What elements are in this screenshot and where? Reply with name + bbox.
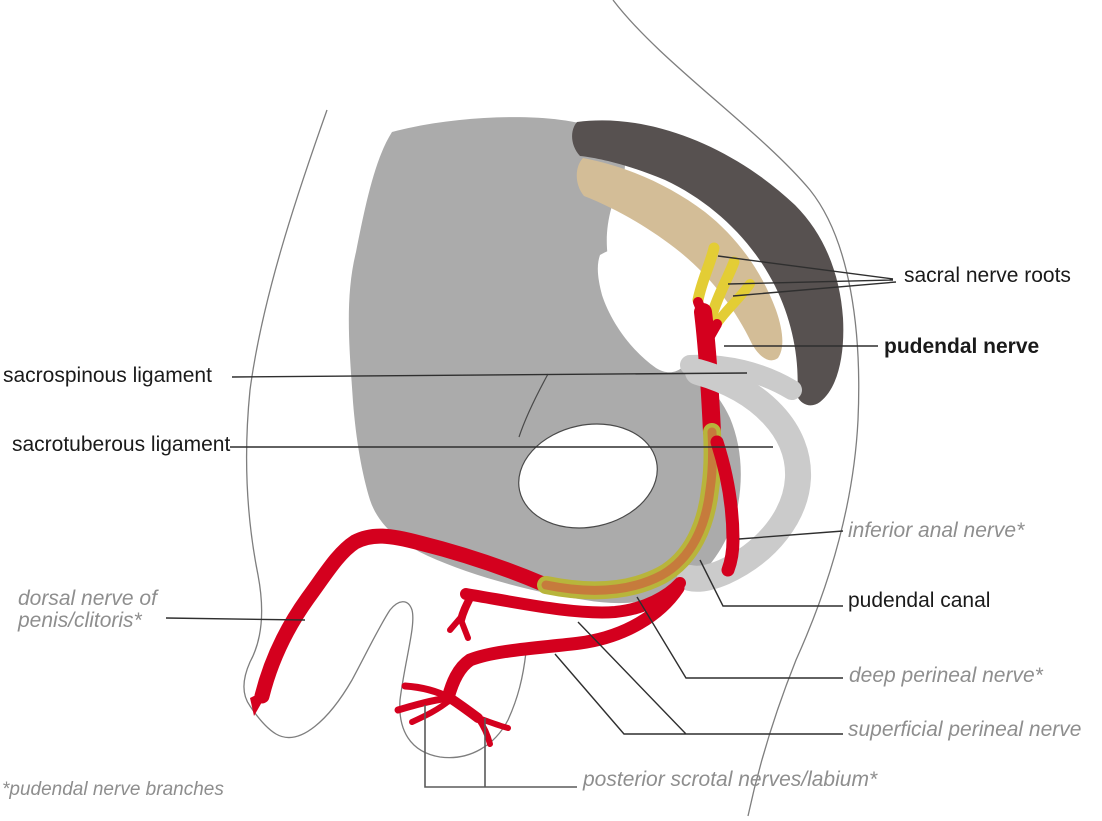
pudendal-canal-shape	[537, 423, 722, 600]
body-contour-lines	[243, 0, 860, 817]
sacral-root-3	[713, 279, 755, 327]
scrotal-branch-main	[445, 693, 483, 723]
label-inferior-anal-nerve: inferior anal nerve*	[848, 519, 1025, 542]
body-contour-left	[243, 109, 527, 759]
leader-posterior-scrotal-bracket	[424, 705, 577, 788]
sacrotuberous-ligament-shape	[677, 359, 812, 592]
sacrum	[572, 120, 844, 406]
label-sacrospinous-ligament: sacrospinous ligament	[3, 364, 212, 387]
leader-sacral-roots	[717, 255, 897, 297]
deep-perineal-nerve-shape	[460, 577, 686, 619]
label-posterior-scrotal-nerves: posterior scrotal nerves/labium*	[583, 768, 878, 791]
sacral-nerve-roots-shapes	[692, 242, 755, 327]
bone-notch-line	[518, 373, 549, 438]
obturator-foramen	[518, 423, 658, 529]
sacral-root-2	[706, 256, 740, 321]
body-contour-right	[612, 0, 860, 817]
footnote-pudendal-nerve-branches: *pudendal nerve branches	[2, 779, 224, 800]
greater-sciatic-foramen	[597, 243, 703, 373]
deep-perineal-twig-b	[458, 617, 471, 641]
leader-superficial-perineal	[554, 621, 843, 735]
leader-pudendal-canal	[699, 559, 843, 607]
sacrum-dark-band	[572, 120, 844, 406]
leader-deep-perineal	[636, 596, 843, 679]
leader-dorsal-nerve	[165, 617, 306, 621]
dorsal-nerve-tip	[250, 688, 270, 716]
label-sacrotuberous-ligament: sacrotuberous ligament	[12, 433, 231, 456]
scrotal-branch-3	[409, 697, 453, 725]
sacrum-tan-band	[576, 158, 783, 361]
leader-sacrospinous	[231, 372, 748, 378]
canal-orange-core	[541, 427, 718, 595]
hip-bone	[348, 117, 741, 604]
label-sacral-nerve-roots: sacral nerve roots	[904, 264, 1071, 287]
scrotal-branch-5	[475, 715, 493, 747]
posterior-scrotal-branches	[394, 682, 511, 747]
sacral-root-1	[692, 242, 720, 306]
label-pudendal-canal: pudendal canal	[848, 589, 991, 612]
label-deep-perineal-nerve: deep perineal nerve*	[849, 664, 1043, 687]
leader-lines	[165, 255, 897, 788]
dorsal-nerve-shape	[254, 528, 551, 704]
nerve-branches	[250, 528, 686, 747]
inferior-anal-nerve-shape	[710, 435, 740, 577]
label-pudendal-nerve: pudendal nerve	[884, 335, 1040, 358]
leader-inferior-anal	[738, 530, 844, 540]
label-dorsal-nerve: dorsal nerve of penis/clitoris*	[18, 587, 157, 633]
label-superficial-perineal-nerve: superficial perineal nerve	[848, 718, 1082, 741]
superficial-perineal-nerve-shape	[441, 581, 685, 705]
